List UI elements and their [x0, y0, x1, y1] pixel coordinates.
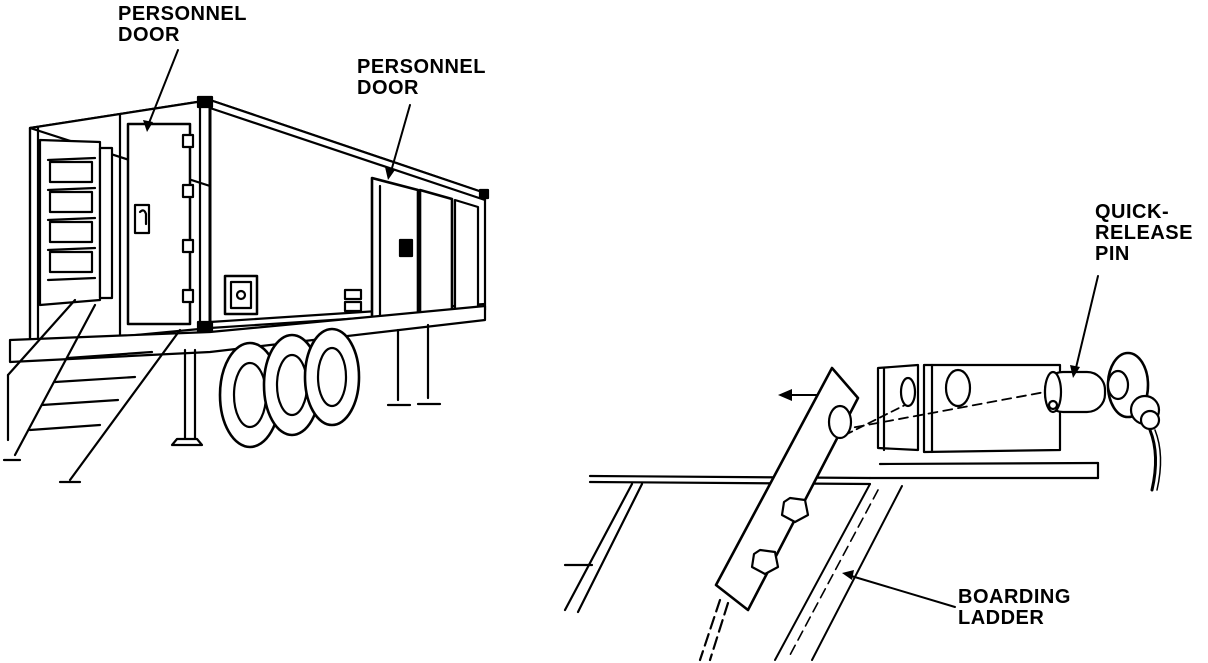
stowed-ladder — [38, 138, 114, 307]
personnel-door-label-left: PERSONNEL DOOR — [118, 4, 247, 46]
quick-release-pin-label: QUICK- RELEASE PIN — [1095, 202, 1193, 265]
label-line: RELEASE — [1095, 222, 1193, 244]
ladder-link-plate — [714, 366, 860, 612]
pin-detail — [563, 351, 1162, 662]
side-personnel-door — [370, 176, 480, 320]
label-line: PIN — [1095, 243, 1130, 265]
personnel-door-label-right: PERSONNEL DOOR — [357, 57, 486, 99]
shelter-trailer — [2, 95, 490, 484]
label-line: DOOR — [118, 24, 180, 46]
label-line: PERSONNEL — [357, 56, 486, 78]
boarding-stairs — [2, 298, 182, 484]
boarding-ladder-label: BOARDING LADDER — [958, 587, 1071, 629]
label-line: QUICK- — [1095, 201, 1170, 223]
label-line: PERSONNEL — [118, 3, 247, 25]
trailer-wheels — [218, 327, 361, 449]
label-line: BOARDING — [958, 586, 1071, 608]
label-line: DOOR — [357, 77, 419, 99]
label-line: LADDER — [958, 607, 1045, 629]
